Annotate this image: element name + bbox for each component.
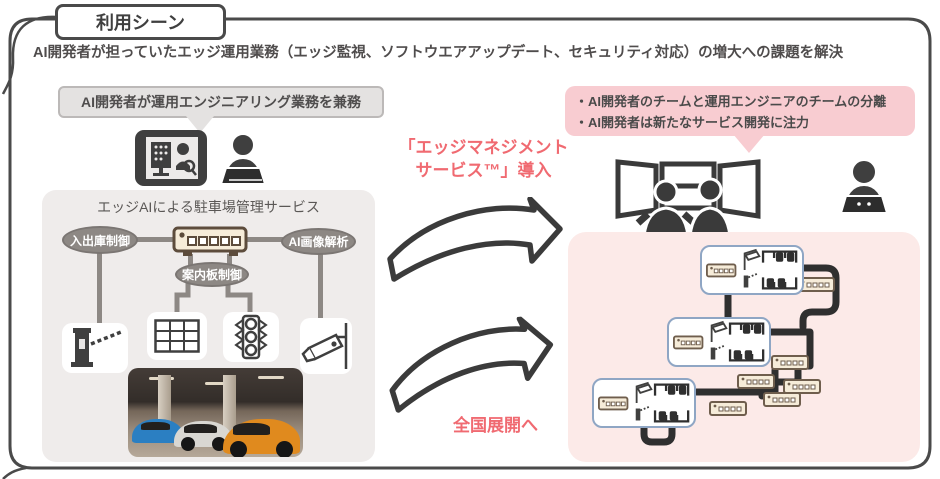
tablet-dashboard-icon xyxy=(135,130,207,186)
before-callout: AI開発者が運用エンジニアリング業務を兼務 xyxy=(58,86,384,118)
parking-site-box xyxy=(667,317,771,367)
service-intro-line1: 「エッジマネジメント xyxy=(398,138,569,157)
parking-site-box xyxy=(592,378,696,428)
car-wheel xyxy=(180,437,195,452)
after-network-panel xyxy=(568,232,920,462)
connector xyxy=(188,254,193,265)
nationwide-expansion-label: 全国展開へ xyxy=(453,416,538,435)
car-window xyxy=(184,423,217,434)
service-intro-label: 「エッジマネジメント サービス™」導入 xyxy=(386,137,581,183)
before-callout-tail xyxy=(186,116,214,133)
after-callout-item: ・AI開発者は新たなサービス開発に注力 xyxy=(575,115,810,130)
parking-garage-photo xyxy=(128,368,303,457)
connector xyxy=(246,237,283,242)
connector xyxy=(318,252,323,319)
car-orange xyxy=(222,418,300,457)
before-diagram-title: エッジAIによる駐車場管理サービス xyxy=(97,199,320,215)
ceiling-light xyxy=(257,376,284,379)
info-board-grid-icon xyxy=(154,319,200,353)
edge-device-icon xyxy=(172,226,248,256)
car-window xyxy=(140,421,170,431)
gate-tile xyxy=(62,323,128,373)
connector xyxy=(227,254,232,265)
page-title: 利用シーン xyxy=(55,4,226,40)
parking-site-icon xyxy=(598,381,690,423)
after-callout-tail xyxy=(733,134,765,153)
transition-arrow-top xyxy=(387,197,563,282)
traffic-light-icon xyxy=(234,314,268,360)
node-entry-exit-control: 入出庫制御 xyxy=(62,226,138,254)
connector-elbows xyxy=(174,283,253,317)
service-intro-line2: サービス™」導入 xyxy=(415,160,552,180)
camera-tile xyxy=(300,318,352,374)
car-wheel xyxy=(230,441,248,457)
parking-site-icon xyxy=(673,320,765,362)
node-signboard-control: 案内板制御 xyxy=(175,262,249,287)
developer-at-laptop-icon xyxy=(219,133,267,185)
after-callout: ・AI開発者のチームと運用エンジニアのチームの分離 ・AI開発者は新たなサービス… xyxy=(565,86,915,136)
developer-at-laptop-icon-right xyxy=(839,159,889,214)
ceiling-light xyxy=(205,382,226,386)
parking-site-box xyxy=(700,245,804,295)
car-wheel xyxy=(276,441,294,457)
node-ai-image-analysis: AI画像解析 xyxy=(281,228,356,255)
connector xyxy=(135,237,175,242)
parking-site-icon xyxy=(706,248,798,290)
car-wheel xyxy=(211,437,226,452)
traffic-light-tile xyxy=(223,312,279,362)
transition-arrow-bottom xyxy=(389,316,554,413)
info-board-tile xyxy=(147,312,207,360)
connector xyxy=(97,252,102,324)
nationwide-network-map xyxy=(640,264,840,446)
pillar xyxy=(222,375,236,438)
after-callout-item: ・AI開発者のチームと運用エンジニアのチームの分離 xyxy=(575,94,887,109)
ops-team-video-wall-icon xyxy=(615,159,761,236)
security-camera-icon xyxy=(301,323,348,369)
gate-icon xyxy=(71,328,122,367)
before-diagram-panel: エッジAIによる駐車場管理サービス 入出庫制御 AI画像解析 案内板制御 xyxy=(42,190,375,462)
slide-subtitle: AI開発者が担っていたエッジ運用業務（エッジ監視、ソフトウエアアップデート、セキ… xyxy=(33,45,844,61)
car-window xyxy=(233,423,271,436)
